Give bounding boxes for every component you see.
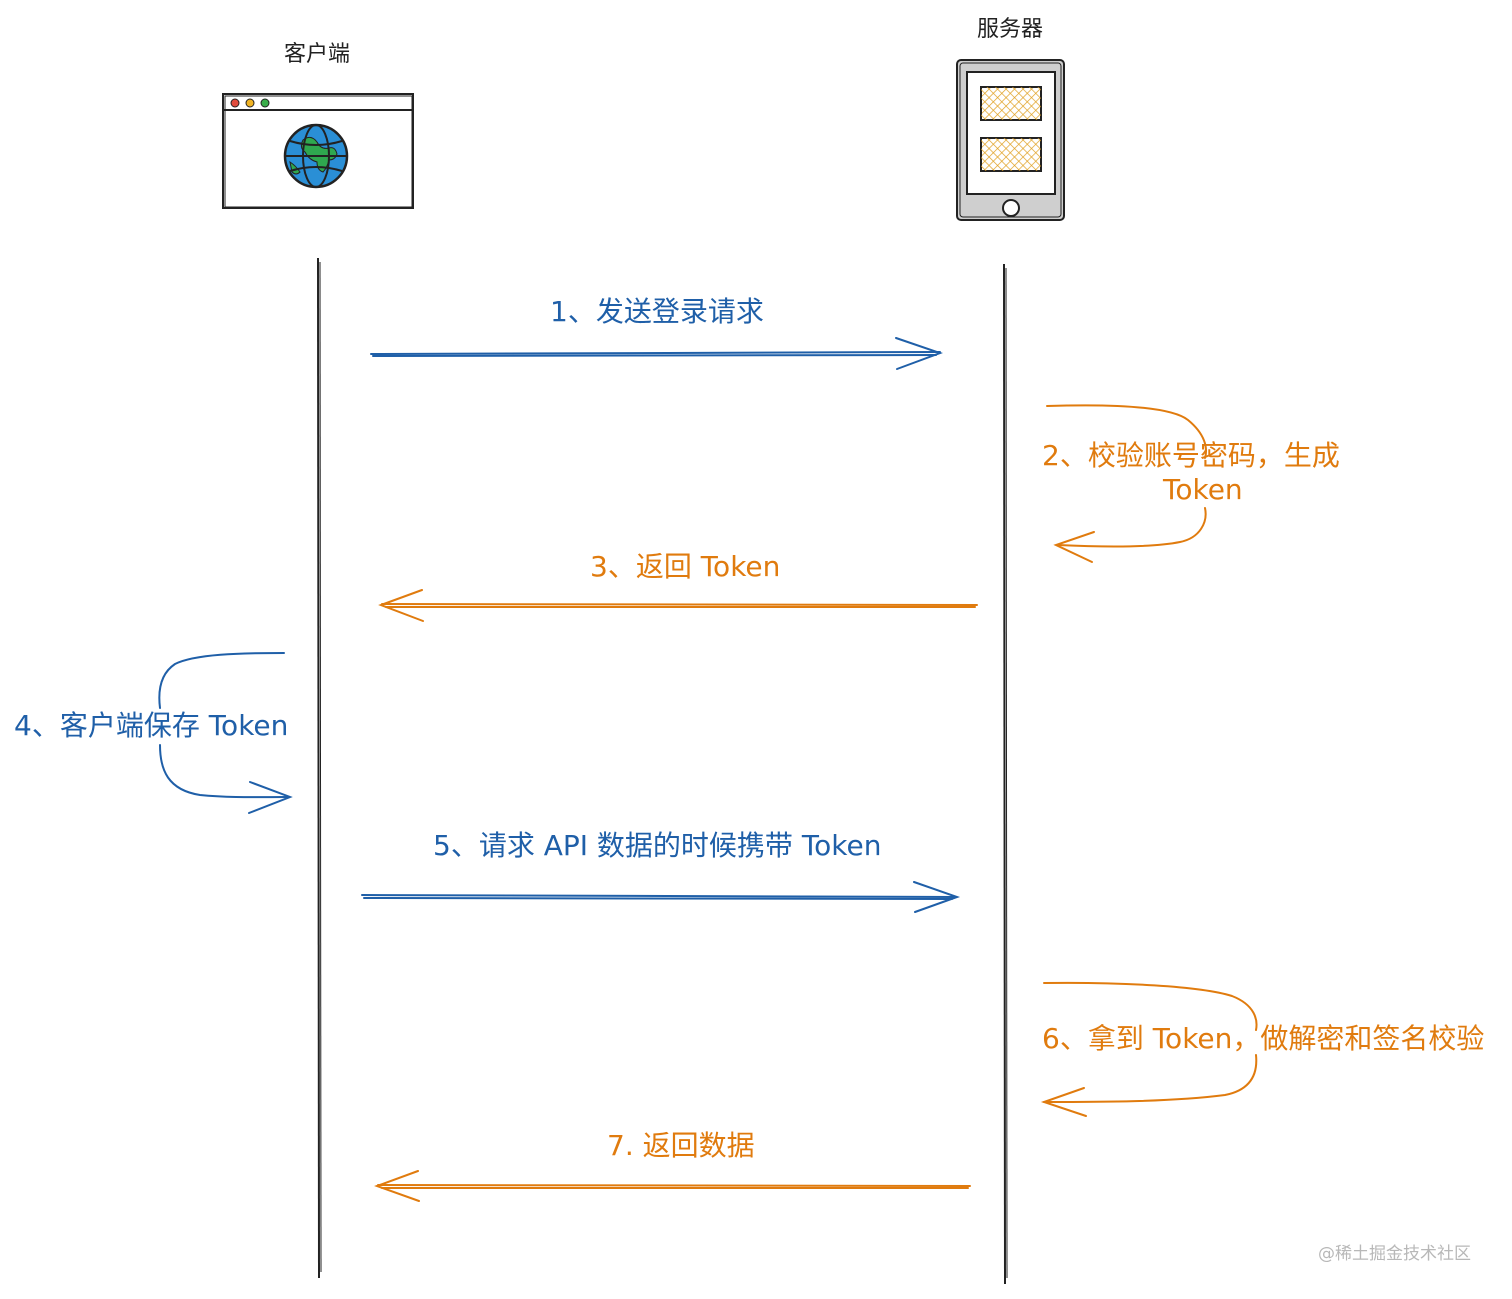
arrow-step6-loop [1040,981,1258,1117]
watermark: @稀土掘金技术社区 [1318,1244,1471,1264]
step5-label: 5、请求 API 数据的时候携带 Token [433,829,882,862]
server-tablet-icon [956,59,1065,221]
step7-label: 7. 返回数据 [607,1129,755,1162]
browser-window-globe-icon [222,93,414,209]
client-actor-label: 客户端 [284,42,351,67]
client-lifeline [317,257,322,1279]
step3-label: 3、返回 Token [590,550,781,583]
arrow-step3 [378,589,978,622]
step2-label-line1: 2、校验账号密码，生成 [1042,439,1340,472]
server-actor-label: 服务器 [977,17,1044,42]
step6-label: 6、拿到 Token，做解密和签名校验 [1042,1022,1485,1055]
server-lifeline [1003,263,1008,1285]
step1-label: 1、发送登录请求 [550,295,764,328]
arrow-step5 [361,881,961,913]
step2-label-line2: Token [1163,473,1243,506]
arrow-step2-loop [1046,404,1207,563]
step4-label: 4、客户端保存 Token [14,709,289,742]
arrow-step4-loop [158,652,293,814]
arrow-step7 [374,1170,971,1202]
arrow-step1 [370,337,943,370]
